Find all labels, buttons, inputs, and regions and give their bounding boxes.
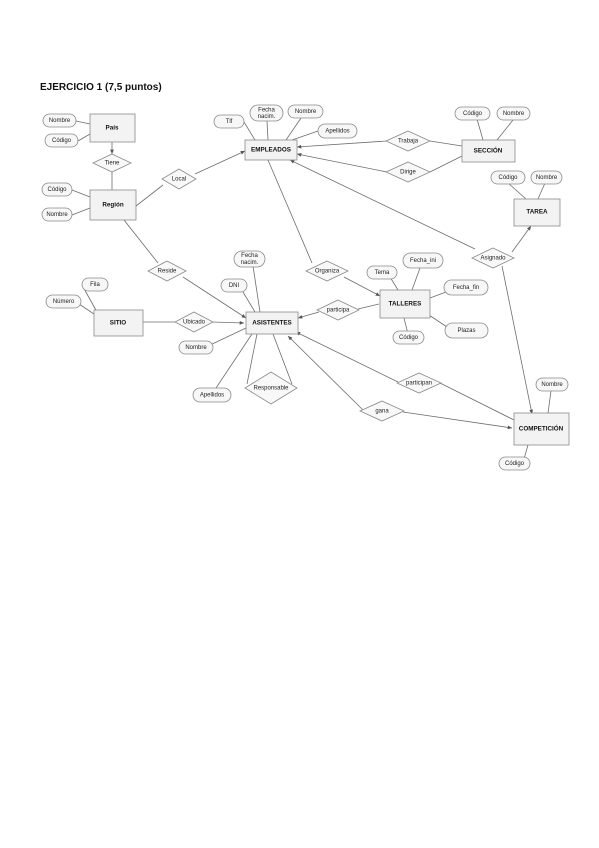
svg-text:Tema: Tema	[375, 270, 390, 276]
svg-text:Fecha: Fecha	[258, 108, 275, 114]
svg-text:Nombre: Nombre	[46, 212, 68, 218]
connector-lines	[71, 117, 552, 460]
svg-text:Local: Local	[172, 177, 186, 183]
svg-text:Trabaja: Trabaja	[398, 139, 419, 145]
exercise-title: EJERCICIO 1 (7,5 puntos)	[40, 82, 162, 93]
svg-text:Tiene: Tiene	[105, 161, 120, 167]
attribute-asistentes-nombre: Nombre	[178, 340, 214, 355]
attribute-seccion-nombre: Nombre	[496, 106, 531, 121]
entity-pais: País	[89, 113, 136, 143]
entity-region: Región	[89, 189, 137, 221]
svg-text:Código: Código	[399, 335, 419, 341]
relationship-tiene: Tiene	[92, 153, 132, 173]
relationship-dirige: Dirige	[385, 161, 431, 183]
svg-text:Fecha_ini: Fecha_ini	[410, 258, 436, 264]
attribute-region-codigo: Código	[41, 182, 73, 197]
svg-text:participan: participan	[406, 381, 432, 387]
svg-text:Nombre: Nombre	[541, 382, 563, 388]
entity-empleados: EMPLEADOS	[244, 139, 298, 161]
attribute-talleres-fecha-ini: Fecha_ini	[402, 252, 444, 269]
attribute-asistentes-apellidos: Apellidos	[192, 387, 232, 403]
attribute-tarea-nombre: Nombre	[530, 170, 563, 185]
svg-text:Dirige: Dirige	[400, 170, 416, 176]
entity-asistentes: ASISTENTES	[245, 311, 299, 335]
svg-text:Apellidos: Apellidos	[200, 393, 224, 399]
svg-text:Nombre: Nombre	[503, 111, 525, 117]
svg-text:Nombre: Nombre	[536, 175, 558, 181]
svg-text:DNI: DNI	[229, 283, 240, 289]
svg-text:nacim.: nacim.	[258, 114, 276, 120]
entity-empleados-label: EMPLEADOS	[251, 147, 291, 154]
relationship-participa: participa	[316, 299, 360, 321]
entity-sitio-label: SITIO	[110, 320, 127, 327]
svg-text:Código: Código	[498, 175, 518, 181]
entity-talleres: TALLERES	[379, 289, 431, 319]
svg-text:Reside: Reside	[158, 269, 177, 275]
entity-region-label: Región	[102, 202, 123, 209]
svg-text:Fila: Fila	[90, 282, 100, 288]
svg-text:Ubicado: Ubicado	[183, 320, 206, 326]
attribute-seccion-codigo: Código	[454, 106, 491, 121]
attribute-talleres-plazas: Plazas	[444, 322, 489, 339]
svg-text:Código: Código	[47, 187, 67, 193]
svg-text:Número: Número	[53, 299, 75, 305]
attribute-empleados-nombre: Nombre	[287, 104, 324, 119]
svg-text:participa: participa	[327, 308, 350, 314]
svg-text:Código: Código	[52, 138, 72, 144]
svg-text:Plazas: Plazas	[457, 328, 475, 334]
svg-text:Nombre: Nombre	[49, 118, 71, 124]
svg-text:Organiza: Organiza	[315, 269, 340, 275]
relationship-reside: Reside	[147, 260, 187, 282]
attribute-competicion-nombre: Nombre	[535, 377, 569, 392]
attribute-asistentes-dni: DNI	[220, 278, 248, 293]
entity-seccion: SECCIÓN	[461, 139, 516, 163]
svg-text:Nombre: Nombre	[185, 345, 207, 351]
attribute-sitio-fila: Fila	[81, 277, 109, 292]
entity-sitio: SITIO	[93, 309, 144, 337]
relationship-ubicado: Ubicado	[174, 311, 214, 333]
relationship-responsable: Responsable	[244, 371, 298, 405]
attribute-talleres-tema: Tema	[366, 265, 398, 280]
entity-tarea-label: TAREA	[526, 209, 548, 216]
attribute-tarea-codigo: Código	[490, 170, 526, 185]
relationship-trabaja: Trabaja	[385, 130, 431, 152]
attribute-talleres-fecha-fin: Fecha_fin	[443, 279, 489, 296]
svg-text:Código: Código	[505, 461, 525, 467]
svg-text:Nombre: Nombre	[295, 109, 317, 115]
svg-text:nacim.: nacim.	[241, 260, 259, 266]
entity-pais-label: País	[106, 125, 119, 132]
relationship-local: Local	[161, 168, 197, 190]
relationship-asignado: Asignado	[471, 247, 515, 269]
svg-text:gana: gana	[375, 409, 389, 415]
entity-competicion-label: COMPETICIÓN	[519, 424, 564, 433]
attribute-sitio-numero: Número	[45, 294, 82, 309]
attribute-asistentes-fecha-nacim: Fecha nacim.	[233, 250, 266, 268]
svg-text:Tlf: Tlf	[226, 119, 233, 125]
attribute-empleados-tlf: Tlf	[213, 114, 245, 129]
entity-talleres-label: TALLERES	[389, 301, 422, 308]
entity-tarea: TAREA	[513, 198, 561, 227]
attribute-pais-nombre: Nombre	[42, 113, 77, 128]
attribute-pais-codigo: Código	[44, 133, 79, 148]
attribute-empleados-fecha-nacim: Fecha nacim.	[249, 104, 284, 122]
svg-text:Código: Código	[463, 111, 483, 117]
attribute-empleados-apellidos: Apellidos	[317, 123, 358, 139]
svg-text:Asignado: Asignado	[480, 256, 506, 262]
entity-competicion: COMPETICIÓN	[513, 412, 570, 446]
svg-text:Fecha: Fecha	[241, 253, 258, 259]
relationship-organiza: Organiza	[305, 260, 349, 282]
relationship-gana: gana	[359, 400, 405, 422]
attribute-talleres-codigo: Código	[392, 330, 425, 345]
attribute-competicion-codigo: Código	[498, 456, 531, 471]
entity-asistentes-label: ASISTENTES	[252, 320, 292, 327]
entity-seccion-label: SECCIÓN	[474, 146, 503, 155]
svg-text:Fecha_fin: Fecha_fin	[453, 285, 479, 291]
relationship-participan: participan	[396, 372, 442, 394]
svg-text:Apellidos: Apellidos	[325, 129, 349, 135]
svg-text:Responsable: Responsable	[253, 386, 289, 392]
attribute-region-nombre: Nombre	[41, 207, 73, 222]
